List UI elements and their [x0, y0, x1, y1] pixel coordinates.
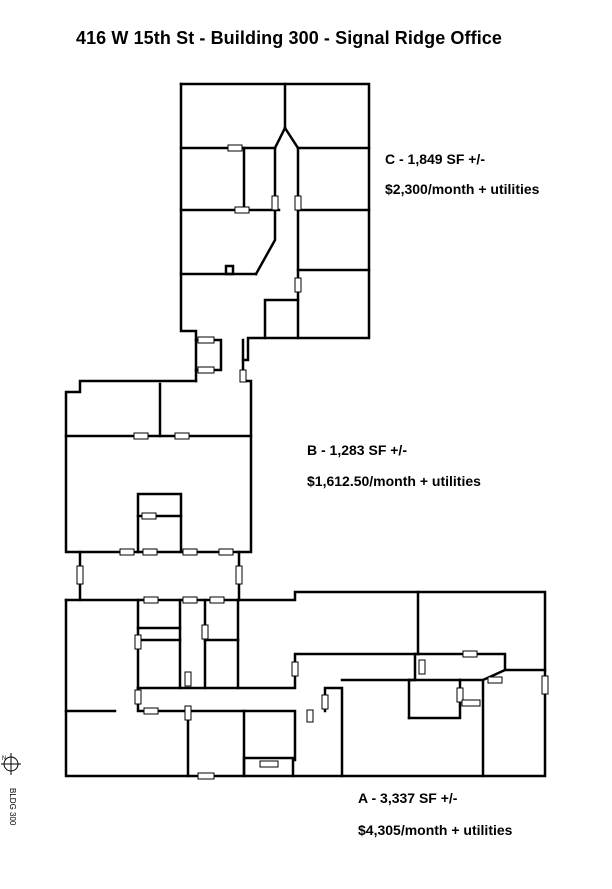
unit-b-plan — [64, 379, 253, 602]
unit-a-plan — [64, 590, 547, 778]
plan-title: 416 W 15th St - Building 300 - Signal Ri… — [75, 28, 503, 48]
unit-c-size-label: C - 1,849 SF +/- — [385, 151, 485, 167]
openings — [76, 144, 549, 780]
unit-a-size-label: A - 3,337 SF +/- — [358, 790, 458, 806]
building-tag: BLDG 300 — [8, 788, 17, 826]
north-letter: N — [2, 756, 6, 762]
unit-b-price-label: $1,612.50/month + utilities — [307, 473, 481, 489]
unit-b-size-label: B - 1,283 SF +/- — [307, 442, 407, 458]
unit-c-plan — [179, 82, 371, 383]
unit-c-price-label: $2,300/month + utilities — [385, 181, 540, 197]
north-arrow-icon: N — [1, 753, 21, 775]
unit-a-price-label: $4,305/month + utilities — [358, 822, 513, 838]
